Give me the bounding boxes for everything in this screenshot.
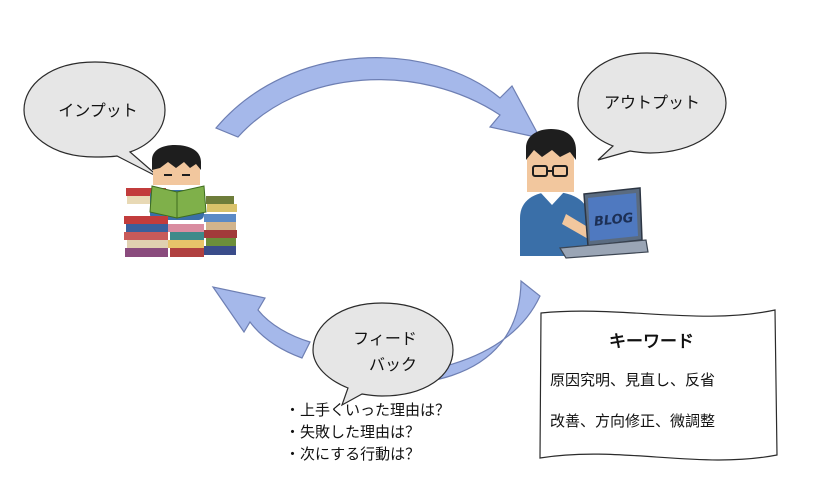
keywords-line-2: 改善、方向修正、微調整 — [550, 412, 716, 430]
input-bubble-label: インプット — [58, 101, 138, 120]
feedback-bubble-line1: フィード — [353, 329, 417, 348]
feedback-questions-list: ・上手くいった理由は？ ・失敗した理由は？ ・次にする行動は？ — [285, 399, 450, 465]
laptop-blog-text: BLOG — [593, 211, 634, 230]
bottom-curved-arrow-left — [211, 286, 311, 359]
output-bubble-label: アウトプット — [604, 93, 700, 112]
input-speech-bubble: インプット — [23, 61, 166, 179]
question-item-1: ・上手くいった理由は？ — [285, 401, 451, 419]
feedback-bubble-line2: バック — [369, 355, 417, 374]
reading-student-illustration — [124, 145, 237, 257]
keywords-title: キーワード — [609, 332, 694, 352]
keywords-card — [539, 309, 778, 461]
top-curved-arrow — [215, 57, 542, 139]
question-item-2: ・失敗した理由は？ — [285, 423, 421, 441]
question-item-3: ・次にする行動は？ — [285, 445, 421, 463]
output-speech-bubble: アウトプット — [577, 52, 727, 161]
keywords-line-1: 原因究明、見直し、反省 — [550, 371, 716, 389]
feedback-speech-bubble: フィード バック — [312, 302, 454, 407]
blogger-illustration: BLOG — [520, 129, 649, 259]
